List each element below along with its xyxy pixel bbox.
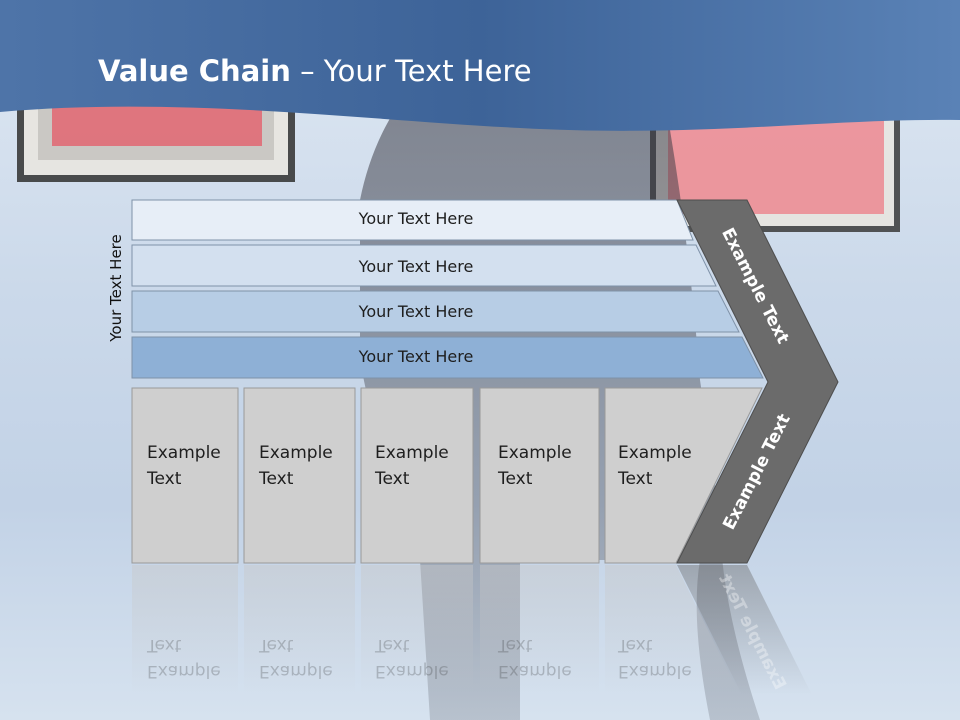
- row-label-1: Your Text Here: [358, 209, 474, 228]
- support-row-4[interactable]: [131, 336, 764, 379]
- activity-cell-3[interactable]: [360, 387, 474, 564]
- activity-cell-2[interactable]: [243, 387, 356, 564]
- diagram-reflection: [132, 565, 812, 695]
- activity-cell-1[interactable]: [131, 387, 239, 564]
- support-row-2[interactable]: [131, 244, 717, 287]
- title-rest: – Your Text Here: [290, 54, 532, 88]
- activity-cell-5[interactable]: [604, 387, 763, 564]
- margin-chevron[interactable]: [676, 199, 839, 564]
- row-label-4: Your Text Here: [358, 347, 474, 366]
- activity-cell-4[interactable]: [479, 387, 600, 564]
- side-label: Your Text Here: [107, 234, 125, 342]
- support-row-1[interactable]: [131, 199, 694, 241]
- row-label-3: Your Text Here: [358, 302, 474, 321]
- title-bold: Value Chain: [98, 54, 291, 88]
- page-title: Value Chain – Your Text Here: [98, 54, 532, 88]
- support-row-3[interactable]: [131, 290, 740, 333]
- row-label-2: Your Text Here: [358, 257, 474, 276]
- header-band: [0, 0, 960, 131]
